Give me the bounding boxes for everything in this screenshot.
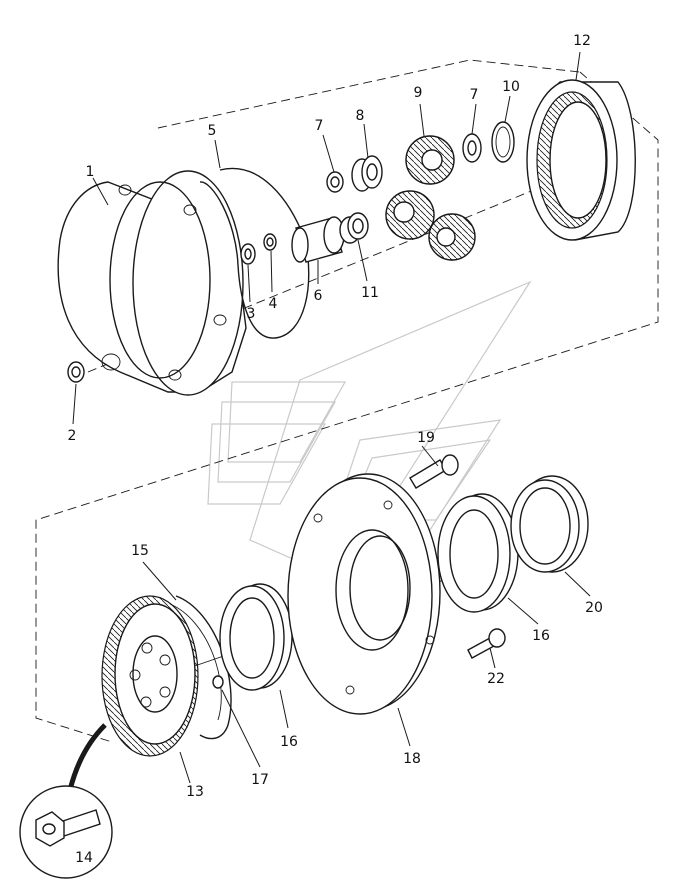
callout-7b: 7 [470, 87, 479, 103]
planet-gear-bottom [428, 213, 476, 261]
retaining-ring [491, 121, 515, 163]
oil-seal-right [437, 493, 519, 613]
callout-7a: 7 [315, 118, 324, 134]
planet-gear-top [405, 135, 455, 185]
dowel-pin [212, 675, 224, 689]
hex-bolt [467, 628, 506, 659]
leader-lines [72, 51, 591, 784]
circlip-right [462, 133, 482, 163]
drain-plug [67, 361, 85, 383]
hub-flange [287, 473, 441, 715]
callout-2: 2 [68, 428, 77, 444]
callout-20: 20 [585, 600, 603, 616]
housing-cover [57, 170, 247, 396]
callout-17: 17 [251, 772, 269, 788]
detail-callout-circle [19, 723, 113, 879]
callout-6: 6 [314, 288, 323, 304]
callout-labels: 1 2 3 4 5 6 7 8 9 7 10 11 12 13 14 15 16… [68, 33, 603, 866]
callout-16a: 16 [280, 734, 298, 750]
callout-10: 10 [502, 79, 520, 95]
callout-11: 11 [361, 285, 379, 301]
sprocket-hub [101, 595, 199, 757]
callout-15: 15 [131, 543, 149, 559]
assembly-frame [35, 59, 659, 743]
callout-5: 5 [208, 123, 217, 139]
spacer-bushing [339, 212, 369, 244]
planet-gear-middle [385, 190, 435, 240]
callout-8: 8 [356, 108, 365, 124]
callout-12: 12 [573, 33, 591, 49]
callout-18: 18 [403, 751, 421, 767]
callout-1: 1 [86, 164, 95, 180]
callout-13: 13 [186, 784, 204, 800]
dust-seal [510, 475, 589, 573]
snap-ring [263, 233, 277, 251]
sun-gear [291, 216, 345, 263]
needle-bearing [351, 155, 383, 192]
stud-bolt [409, 454, 459, 489]
callout-4: 4 [269, 296, 278, 312]
o-ring-gasket [199, 167, 310, 339]
oil-seal-left [219, 583, 293, 691]
callout-16b: 16 [532, 628, 550, 644]
ring-gear [526, 79, 636, 241]
callout-22: 22 [487, 671, 505, 687]
thrust-washer [240, 243, 256, 265]
callout-3: 3 [247, 306, 256, 322]
circlip-left [326, 171, 344, 193]
callout-14: 14 [75, 850, 93, 866]
callout-19: 19 [417, 430, 435, 446]
callout-9: 9 [414, 85, 423, 101]
lock-ring [169, 595, 232, 740]
